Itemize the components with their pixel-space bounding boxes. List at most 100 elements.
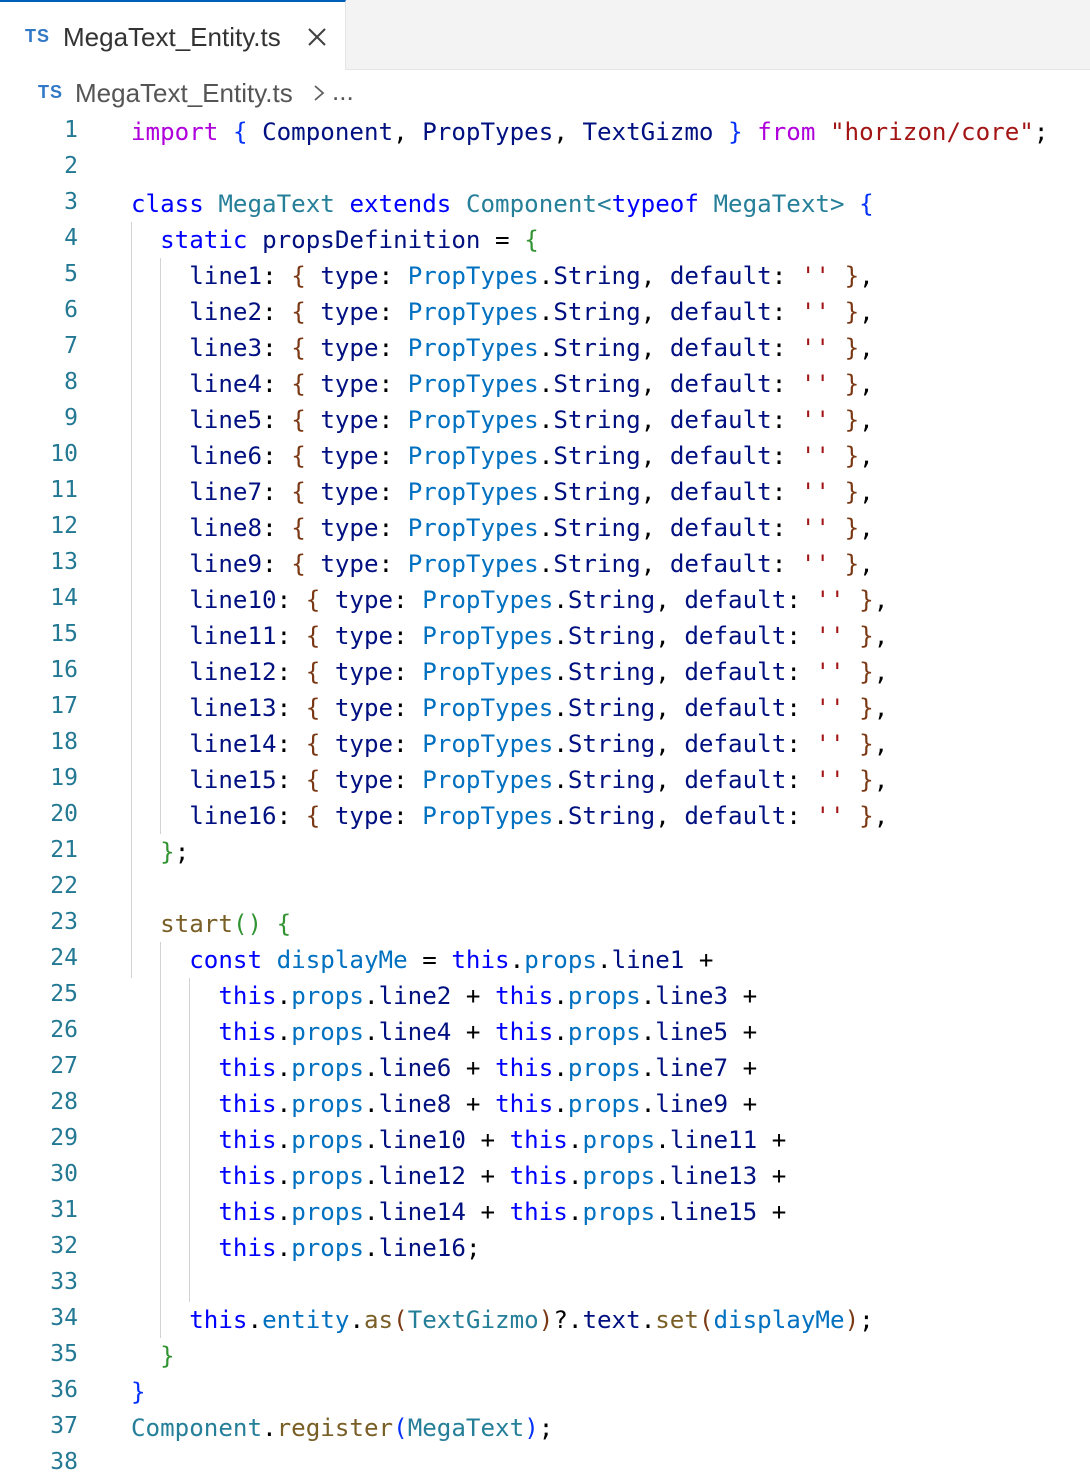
code-token: ,: [859, 442, 874, 470]
code-token: [131, 982, 218, 1010]
code-line[interactable]: 13 line9: { type: PropTypes.String, defa…: [0, 546, 1090, 582]
code-line[interactable]: 14 line10: { type: PropTypes.String, def…: [0, 582, 1090, 618]
code-token: line12: [378, 1162, 466, 1190]
code-token: [248, 118, 263, 146]
code-token: :: [276, 802, 306, 830]
code-line[interactable]: 20 line16: { type: PropTypes.String, def…: [0, 798, 1090, 834]
code-line[interactable]: 18 line14: { type: PropTypes.String, def…: [0, 726, 1090, 762]
code-token: ;: [465, 1234, 481, 1262]
code-token: line6: [189, 442, 263, 470]
code-token: :: [771, 298, 801, 326]
code-line[interactable]: 35 }: [0, 1338, 1090, 1374]
code-token: .: [538, 262, 554, 290]
code-line[interactable]: 22: [0, 870, 1090, 906]
code-token: }: [859, 730, 874, 758]
code-token: :: [393, 730, 423, 758]
code-token: +: [465, 1126, 510, 1154]
code-line[interactable]: 19 line15: { type: PropTypes.String, def…: [0, 762, 1090, 798]
code-text: start() {: [131, 909, 291, 939]
code-line[interactable]: 6 line2: { type: PropTypes.String, defau…: [0, 294, 1090, 330]
breadcrumb-more[interactable]: ...: [332, 76, 354, 106]
code-token: =: [480, 226, 525, 254]
code-line[interactable]: 17 line13: { type: PropTypes.String, def…: [0, 690, 1090, 726]
code-token: from: [757, 118, 816, 146]
code-token: .: [247, 1306, 263, 1334]
code-token: :: [378, 298, 408, 326]
code-token: String: [567, 658, 656, 686]
code-line[interactable]: 34 this.entity.as(TextGizmo)?.text.set(d…: [0, 1302, 1090, 1338]
code-token: ,: [655, 730, 685, 758]
code-token: .: [655, 1198, 670, 1226]
code-token: [262, 910, 277, 938]
code-line[interactable]: 7 line3: { type: PropTypes.String, defau…: [0, 330, 1090, 366]
code-line[interactable]: 25 this.props.line2 + this.props.line3 +: [0, 978, 1090, 1014]
code-token: ,: [393, 118, 423, 146]
code-token: '': [815, 586, 845, 614]
code-token: String: [553, 298, 641, 326]
code-line[interactable]: 33: [0, 1266, 1090, 1302]
code-line[interactable]: 11 line7: { type: PropTypes.String, defa…: [0, 474, 1090, 510]
code-line[interactable]: 15 line11: { type: PropTypes.String, def…: [0, 618, 1090, 654]
code-token: [306, 334, 321, 362]
code-line[interactable]: 4 static propsDefinition = {: [0, 222, 1090, 258]
code-token: [131, 838, 160, 866]
code-line[interactable]: 8 line4: { type: PropTypes.String, defau…: [0, 366, 1090, 402]
code-line[interactable]: 23 start() {: [0, 906, 1090, 942]
code-token: [131, 622, 189, 650]
code-line[interactable]: 16 line12: { type: PropTypes.String, def…: [0, 654, 1090, 690]
code-token: this: [495, 1018, 554, 1046]
code-line[interactable]: 32 this.props.line16;: [0, 1230, 1090, 1266]
code-line[interactable]: 2: [0, 150, 1090, 186]
code-line[interactable]: 9 line5: { type: PropTypes.String, defau…: [0, 402, 1090, 438]
line-number: 19: [50, 765, 78, 791]
code-token: props: [291, 1054, 364, 1082]
code-line[interactable]: 27 this.props.line6 + this.props.line7 +: [0, 1050, 1090, 1086]
code-token: '': [815, 766, 845, 794]
code-line[interactable]: 30 this.props.line12 + this.props.line13…: [0, 1158, 1090, 1194]
code-token: }: [859, 694, 874, 722]
code-line[interactable]: 5 line1: { type: PropTypes.String, defau…: [0, 258, 1090, 294]
code-token: .: [567, 1126, 583, 1154]
line-number: 6: [64, 297, 78, 323]
code-line[interactable]: 12 line8: { type: PropTypes.String, defa…: [0, 510, 1090, 546]
line-number: 33: [50, 1269, 78, 1295]
code-token: PropTypes: [407, 550, 539, 578]
line-number: 24: [50, 945, 78, 971]
breadcrumb-file[interactable]: MegaText_Entity.ts: [75, 78, 293, 108]
code-line[interactable]: 36}: [0, 1374, 1090, 1410]
line-number: 12: [50, 513, 78, 539]
code-token: .: [640, 1090, 656, 1118]
code-token: :: [262, 550, 292, 578]
close-icon[interactable]: [306, 26, 328, 48]
indent-guide: [160, 942, 161, 1338]
code-text: line2: { type: PropTypes.String, default…: [131, 297, 873, 327]
code-line[interactable]: 31 this.props.line14 + this.props.line15…: [0, 1194, 1090, 1230]
code-line[interactable]: 21 };: [0, 834, 1090, 870]
code-line[interactable]: 38: [0, 1446, 1090, 1482]
code-token: type: [334, 766, 394, 794]
code-line[interactable]: 26 this.props.line4 + this.props.line5 +: [0, 1014, 1090, 1050]
code-token: this: [218, 1090, 277, 1118]
code-token: [131, 298, 189, 326]
code-token: }: [160, 838, 175, 866]
code-token: line6: [378, 1054, 452, 1082]
code-token: ,: [873, 658, 889, 686]
code-token: class: [131, 190, 204, 218]
code-line[interactable]: 29 this.props.line10 + this.props.line11…: [0, 1122, 1090, 1158]
code-token: :: [771, 406, 801, 434]
code-line[interactable]: 28 this.props.line8 + this.props.line9 +: [0, 1086, 1090, 1122]
line-number: 10: [50, 441, 78, 467]
code-line[interactable]: 10 line6: { type: PropTypes.String, defa…: [0, 438, 1090, 474]
code-token: PropTypes: [407, 370, 539, 398]
code-text: import { Component, PropTypes, TextGizmo…: [131, 117, 1048, 147]
code-token: +: [451, 982, 496, 1010]
code-token: [845, 190, 860, 218]
code-token: :: [786, 622, 816, 650]
code-token: default: [669, 550, 772, 578]
tab-megatext-entity[interactable]: TS MegaText_Entity.ts: [0, 0, 346, 70]
code-line[interactable]: 24 const displayMe = this.props.line1 +: [0, 942, 1090, 978]
